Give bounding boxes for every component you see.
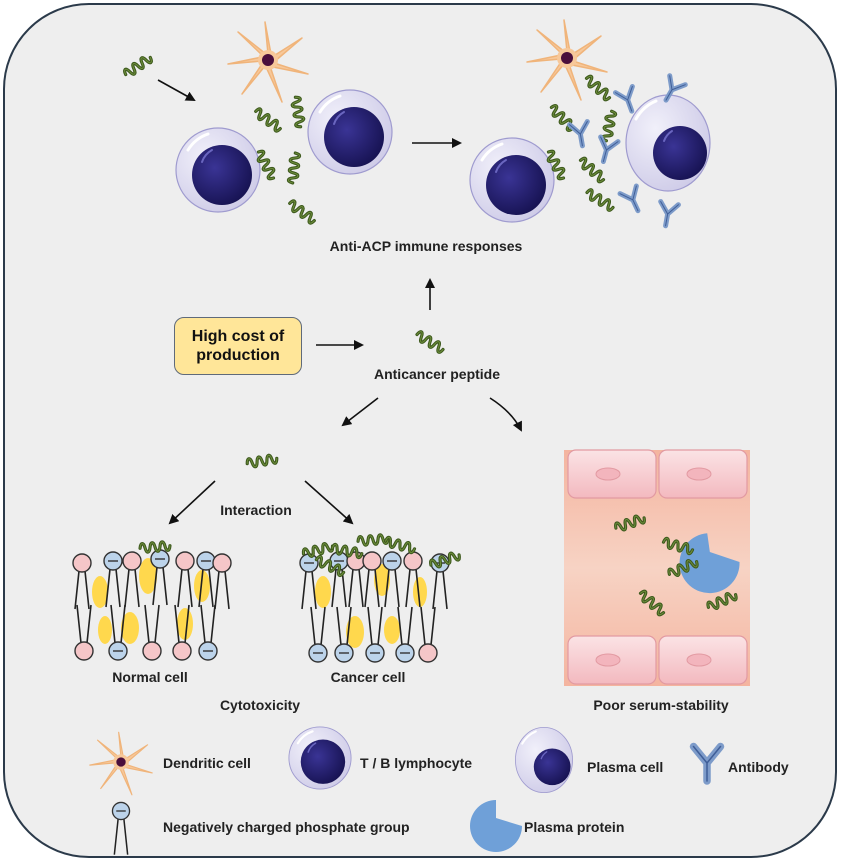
- endothelial-cell: [658, 449, 748, 499]
- peptide-icon: [356, 532, 390, 548]
- antibody-icon: [657, 202, 679, 228]
- serum-scene: [564, 449, 750, 686]
- dendritic-cell-icon: [526, 19, 608, 101]
- legend-phosphate-label: Negatively charged phosphate group: [163, 819, 410, 835]
- normal-cell-membrane: [72, 539, 232, 661]
- peptide-icon: [582, 73, 614, 103]
- peptide-icon: [244, 452, 280, 470]
- antibody-icon: [615, 86, 640, 114]
- membrane-scene: [72, 452, 463, 663]
- antibody-icon: [570, 122, 592, 148]
- phosphate-group-icon: [111, 801, 131, 856]
- central-arrows: [316, 278, 522, 432]
- cancer-cell-membrane: [299, 532, 463, 663]
- cost-label: High cost of production: [191, 328, 285, 364]
- endothelial-cell: [658, 635, 748, 685]
- peptide-icon: [583, 187, 617, 213]
- lymphocyte-icon: [287, 725, 353, 791]
- peptide-icon: [413, 329, 447, 355]
- antibody-icon: [620, 186, 646, 214]
- peptide-icon: [382, 535, 418, 555]
- peptide-icon: [251, 106, 285, 134]
- legend-antibody-label: Antibody: [728, 759, 789, 775]
- dendritic-cell-icon: [227, 21, 309, 103]
- legend-dendritic-label: Dendritic cell: [163, 755, 251, 771]
- antibody-icon: [694, 747, 721, 782]
- lymphocyte-icon: [306, 88, 394, 176]
- plasma-protein-icon: [679, 533, 740, 594]
- cytotoxicity-label: Cytotoxicity: [219, 697, 301, 713]
- peptide-icon: [286, 151, 302, 185]
- immune-response-label: Anti-ACP immune responses: [329, 238, 523, 254]
- lymphocyte-icon: [468, 136, 556, 224]
- arrow-icon: [157, 79, 196, 101]
- endothelial-cell: [567, 449, 657, 499]
- legend-plasma-protein-label: Plasma protein: [524, 819, 625, 835]
- interaction-label: Interaction: [220, 502, 292, 518]
- peptide-icon: [289, 94, 307, 130]
- lymphocyte-icon: [174, 126, 262, 214]
- cancer-cell-label: Cancer cell: [330, 669, 406, 685]
- plasma-cell-icon: [514, 726, 574, 794]
- peptide-icon: [121, 52, 155, 80]
- endothelial-cell: [567, 635, 657, 685]
- normal-cell-label: Normal cell: [112, 669, 188, 685]
- legend-plasma-cell-label: Plasma cell: [587, 759, 664, 775]
- arrow-icon: [168, 480, 216, 525]
- peptide-icon: [285, 198, 319, 226]
- legend-icons: [89, 725, 721, 856]
- plasma-cell-icon: [624, 93, 712, 193]
- immune-response-scene: [121, 19, 712, 228]
- plasma-protein-icon: [470, 800, 522, 852]
- arrow-icon: [489, 397, 522, 432]
- serum-stability-label: Poor serum-stability: [593, 697, 729, 713]
- arrow-icon: [341, 397, 379, 427]
- dendritic-cell-icon: [89, 731, 153, 796]
- anticancer-peptide-label: Anticancer peptide: [373, 366, 501, 382]
- arrow-icon: [304, 480, 354, 525]
- cost-box: High cost of production: [174, 317, 302, 375]
- peptide-icon: [600, 108, 618, 144]
- legend-lymphocyte-label: T / B lymphocyte: [360, 755, 473, 771]
- peptide-icon: [138, 539, 172, 555]
